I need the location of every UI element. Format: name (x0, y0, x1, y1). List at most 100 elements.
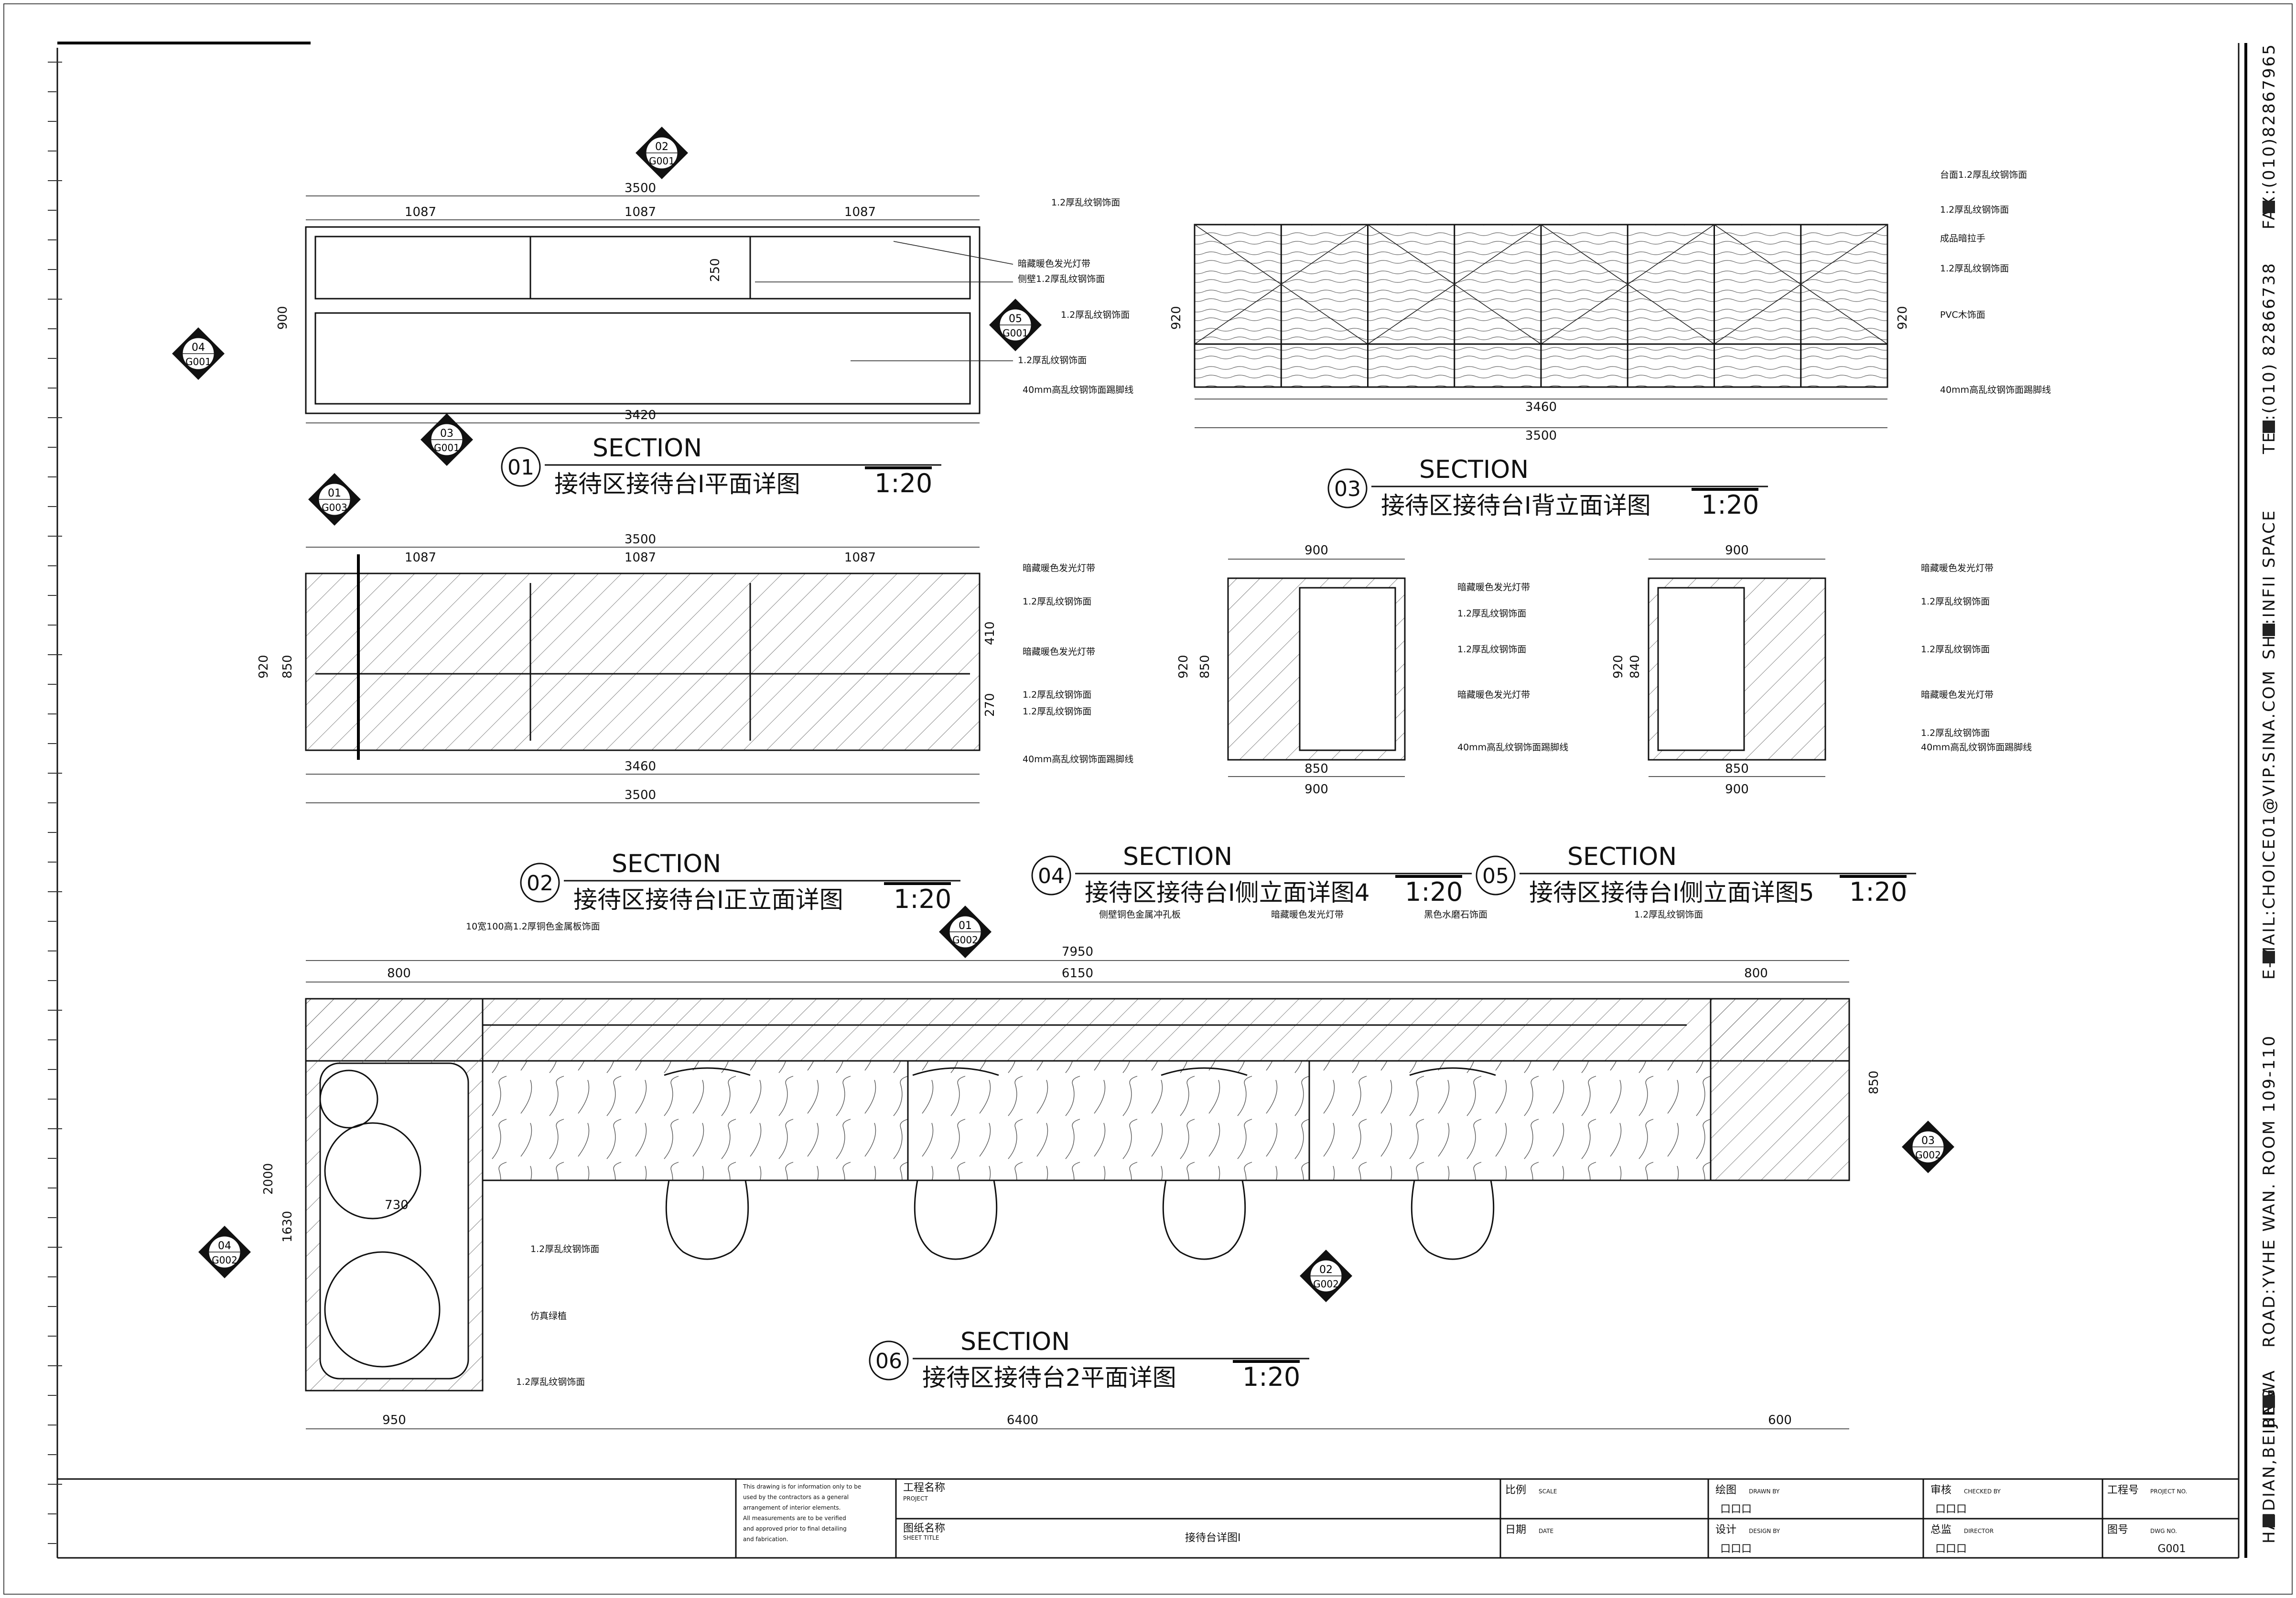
drawing-scale: 1:20 (1849, 877, 1907, 907)
dim-text: 3500 (625, 532, 656, 547)
panel-cross (1194, 224, 1368, 345)
dim-text: 600 (1768, 1413, 1792, 1427)
drawing-section-label: SECTION (612, 850, 721, 878)
counter-body (314, 312, 971, 405)
marker-top: 04 (192, 342, 205, 354)
note: 1.2厚乱纹钢饰面 (1457, 608, 1526, 619)
tb-sheet-en: SHEET TITLE (903, 1534, 939, 1541)
chair (914, 1180, 998, 1260)
side-panel-opening (1299, 587, 1396, 751)
dim-text: 250 (708, 258, 722, 282)
marker-bottom: G001 (434, 442, 460, 453)
drawing-number-circle (1476, 855, 1516, 896)
dim-text: 3500 (1525, 429, 1557, 443)
dim-text: 850 (1725, 762, 1749, 776)
note: 侧壁铜色金属冲孔板 (1099, 909, 1181, 920)
tb-approve-label: 总监 (1930, 1524, 1951, 1536)
marker-top: 03 (1921, 1135, 1935, 1147)
dim-text: 1087 (625, 205, 656, 219)
note: 暗藏暖色发光灯带 (1457, 690, 1530, 700)
tb-drawn-label: 绘图 (1715, 1484, 1736, 1496)
note: 1.2厚乱纹钢饰面 (1023, 706, 1091, 717)
panel-cross (1368, 224, 1541, 345)
marker-bottom: G001 (1002, 327, 1028, 339)
chair (665, 1180, 749, 1260)
dim-text: 7950 (1062, 945, 1093, 959)
chair-back (1161, 1067, 1248, 1076)
note: 40mm高乱纹钢饰面踢脚线 (1023, 754, 1133, 765)
note: 10宽100高1.2厚铜色金属板饰面 (466, 921, 600, 932)
marker-bottom: G002 (1313, 1278, 1339, 1290)
note: 暗藏暖色发光灯带 (1023, 563, 1095, 573)
drawing-title-text: 接待区接待台I平面详图 (554, 470, 800, 498)
disclaimer-line: and fabrication. (743, 1536, 788, 1543)
tb-dwgno-en: DWG NO. (2150, 1528, 2177, 1534)
disclaimer-line: used by the contractors as a general (743, 1494, 849, 1501)
drawing-title-text: 接待区接待台I侧立面详图5 (1529, 879, 1814, 907)
chair (1411, 1180, 1495, 1260)
dim-text: 900 (276, 306, 290, 330)
dim-text: 900 (1304, 543, 1328, 558)
drawing-scale: 1:20 (1405, 877, 1463, 907)
tb-design-boxes: 口口口 (1720, 1543, 1752, 1555)
plant-foliage (324, 1251, 441, 1368)
note: 1.2厚乱纹钢饰面 (1023, 596, 1091, 607)
drawing-number-circle (869, 1340, 909, 1381)
marker-top: 01 (328, 487, 341, 499)
tb-date-label: 日期 (1505, 1524, 1526, 1536)
dim-text: 1087 (405, 551, 436, 565)
disclaimer-line: This drawing is for information only to … (743, 1483, 861, 1490)
dim-text: 850 (280, 655, 295, 679)
plan-counter-top (482, 1060, 1712, 1181)
tb-date-en: DATE (1539, 1528, 1553, 1534)
note: 1.2厚乱纹钢饰面 (1921, 644, 1990, 655)
drawing-number: 02 (527, 871, 553, 896)
title-block: This drawing is for information only to … (57, 1478, 2239, 1558)
dim-text: 1087 (844, 551, 876, 565)
dim-text: 850 (1304, 762, 1328, 776)
tb-dwgno-label: 图号 (2107, 1524, 2128, 1536)
drawing-03-back-elevation: 3460 3500 920 920 1.2厚乱纹钢饰面 1.2厚乱纹钢饰面 40… (1023, 170, 2051, 443)
tb-approve-boxes: 口口口 (1935, 1543, 1967, 1555)
dim-text: 850 (1198, 655, 1212, 679)
tb-design-en: DESIGN BY (1749, 1528, 1780, 1534)
chair-group (664, 1067, 1496, 1260)
drawing-title-text: 接待区接待台I背立面详图 (1381, 492, 1651, 519)
side-panel-opening (1657, 587, 1745, 751)
drawing-section-label: SECTION (1419, 455, 1529, 484)
tb-sheet-label: 图纸名称 (903, 1522, 945, 1534)
dim-text: 900 (1725, 543, 1749, 558)
plan-top-band (305, 998, 1850, 1062)
dim-text: 850 (1867, 1070, 1881, 1094)
plant-box (319, 1062, 469, 1380)
dim-text: 920 (1169, 306, 1184, 330)
outer-frame (3, 3, 2293, 1595)
side-square (2263, 1515, 2275, 1527)
dim-text: 6150 (1062, 966, 1093, 981)
tb-dwgno-value: G001 (2157, 1543, 2186, 1555)
tb-drawn-boxes: 口口口 (1720, 1503, 1752, 1515)
disclaimer-line: arrangement of interior elements. (743, 1504, 841, 1511)
note: 40mm高乱纹钢饰面踢脚线 (1457, 742, 1568, 753)
dim-text: 410 (983, 621, 997, 645)
tb-scale-en: SCALE (1539, 1488, 1557, 1495)
tb-design-label: 设计 (1715, 1524, 1736, 1536)
chair-back (664, 1067, 751, 1076)
marker-bottom: G002 (1915, 1149, 1941, 1161)
note: 40mm高乱纹钢饰面踢脚线 (1940, 385, 2051, 395)
note: 40mm高乱纹钢饰面踢脚线 (1023, 385, 1133, 395)
plant-foliage (319, 1069, 378, 1129)
panel-cross (1714, 224, 1888, 345)
note: 40mm高乱纹钢饰面踢脚线 (1921, 742, 2032, 753)
drawing-section-label: SECTION (1567, 842, 1677, 871)
dim-text: 6400 (1007, 1413, 1038, 1427)
tb-drawn-en: DRAWN BY (1749, 1488, 1780, 1495)
marker-bottom: G002 (212, 1254, 237, 1266)
